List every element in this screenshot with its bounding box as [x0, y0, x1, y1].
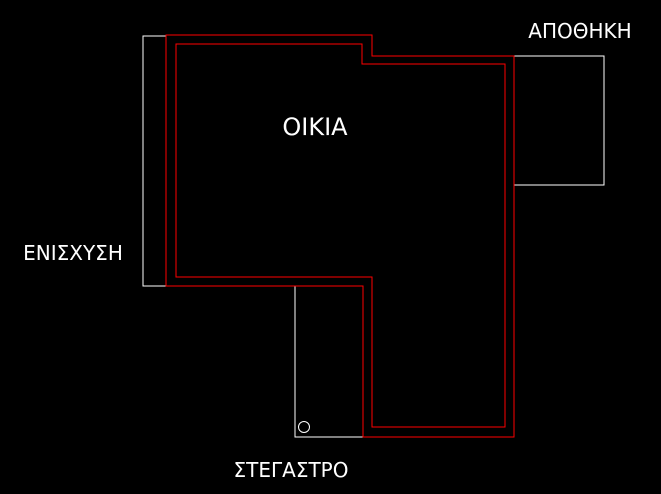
house-label: ΟΙΚΙΑ [282, 113, 348, 141]
shelter-column-circle [298, 421, 310, 433]
house-inner-wall [175, 43, 506, 428]
reinforcement-label: ΕΝΙΣΧΥΣΗ [23, 241, 123, 265]
shelter-label: ΣΤΕΓΑΣΤΡΟ [234, 458, 349, 482]
storage-label: ΑΠΟΘΗΚΗ [528, 19, 631, 43]
house-outer-wall [165, 34, 515, 438]
